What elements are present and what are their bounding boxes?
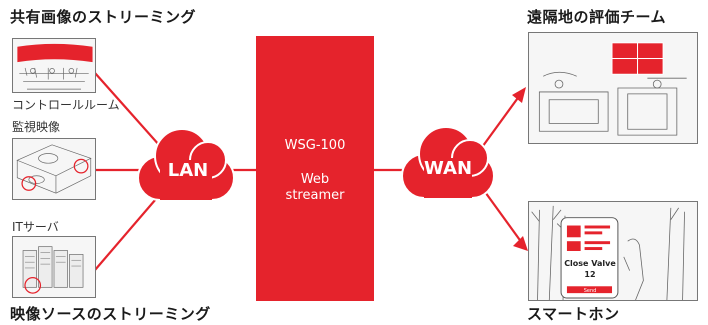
arrow-head-smartphone [513, 236, 528, 251]
streamer-model: WSG-100 [284, 138, 346, 153]
caption-control-room: コントロールルーム [12, 98, 120, 112]
smartphone-image: Close Valve 12 Send [528, 201, 698, 301]
wsg-100-streamer [256, 36, 374, 301]
link-wan-remote-team [479, 94, 521, 151]
phone-send-button[interactable]: Send [583, 288, 597, 294]
caption-surveillance: 監視映像 [12, 120, 61, 134]
surveillance-image [12, 138, 96, 200]
phone-screen-value: 12 [584, 270, 596, 279]
caption-it-server: ITサーバ [12, 220, 59, 234]
wan-label: WAN [423, 158, 473, 179]
remote-team-image [528, 32, 698, 144]
link-wan-smartphone [479, 184, 523, 244]
it-server-image [12, 236, 96, 298]
phone-device [560, 217, 619, 299]
phone-screen-label: Close Valve [564, 259, 616, 268]
arrow-head-remote-team [512, 87, 526, 103]
streamer-line1: Web [300, 172, 330, 187]
lan-label: LAN [167, 160, 209, 181]
title-shared-streaming: 共有画像のストリーミング [10, 8, 197, 26]
title-remote-team: 遠隔地の評価チーム [527, 8, 667, 26]
link-control-room-lan [94, 72, 169, 156]
title-smartphone: スマートホン [527, 305, 620, 323]
title-source-streaming: 映像ソースのストリーミング [10, 305, 211, 323]
lan-cloud-icon [137, 128, 235, 201]
control-room-image [12, 38, 96, 93]
wan-cloud-icon [401, 126, 495, 199]
streamer-line2: streamer [285, 188, 345, 203]
